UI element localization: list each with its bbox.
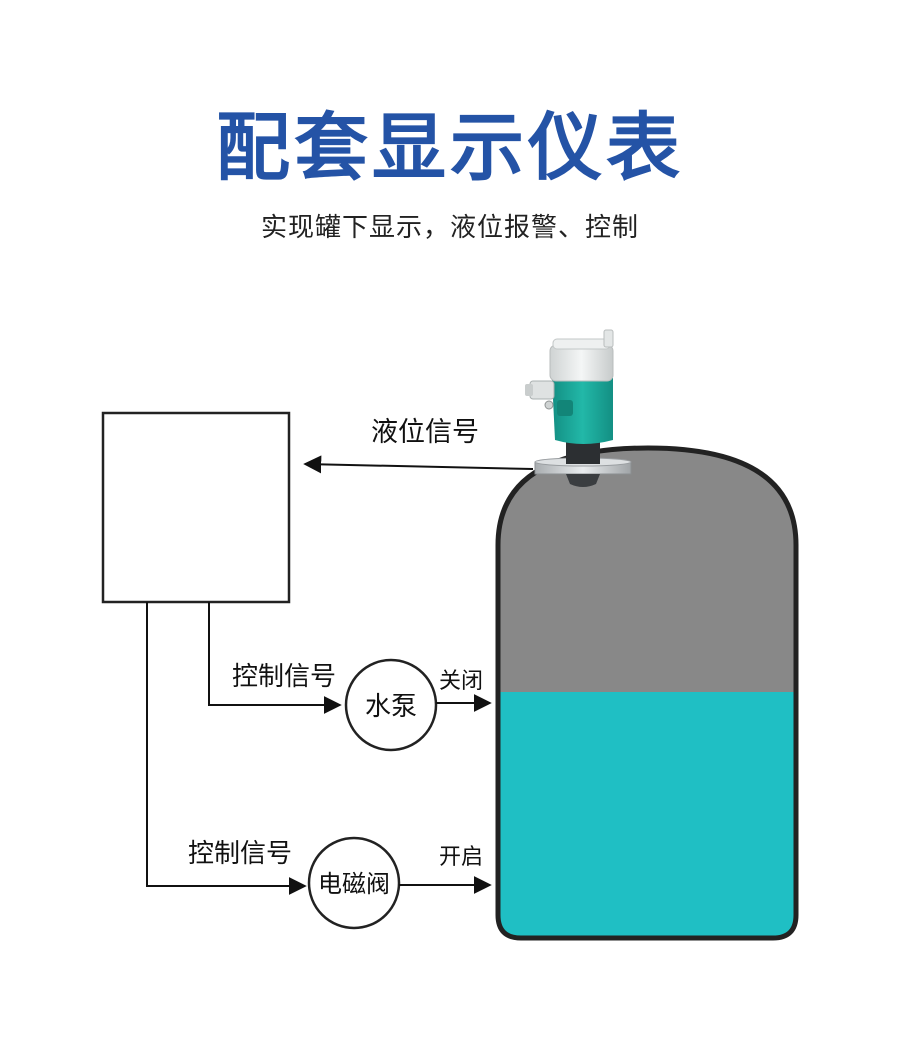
- pump-circle: [344, 658, 438, 752]
- page-subtitle: 实现罐下显示，液位报警、控制: [260, 213, 639, 243]
- radar-level-sensor: [525, 329, 632, 487]
- pump-control-line: [208, 602, 342, 714]
- pump-control-label: 控制信号: [232, 662, 336, 692]
- tank: [498, 448, 796, 938]
- level-signal-arrow: [303, 455, 534, 474]
- pump-action-label: 关闭: [439, 669, 483, 694]
- valve-control-label: 控制信号: [188, 839, 292, 869]
- tank-liquid: [498, 692, 796, 938]
- valve-control-line: [146, 602, 307, 895]
- display-controller-box: [101, 411, 291, 604]
- level-signal-label: 液位信号: [371, 417, 479, 448]
- pump-label: 水泵: [365, 692, 417, 722]
- tank-air-space: [498, 448, 796, 693]
- valve-label: 电磁阀: [318, 870, 390, 898]
- page-title: 配套显示仪表: [216, 105, 684, 191]
- valve-circle: [307, 836, 401, 930]
- valve-action-label: 开启: [439, 845, 483, 870]
